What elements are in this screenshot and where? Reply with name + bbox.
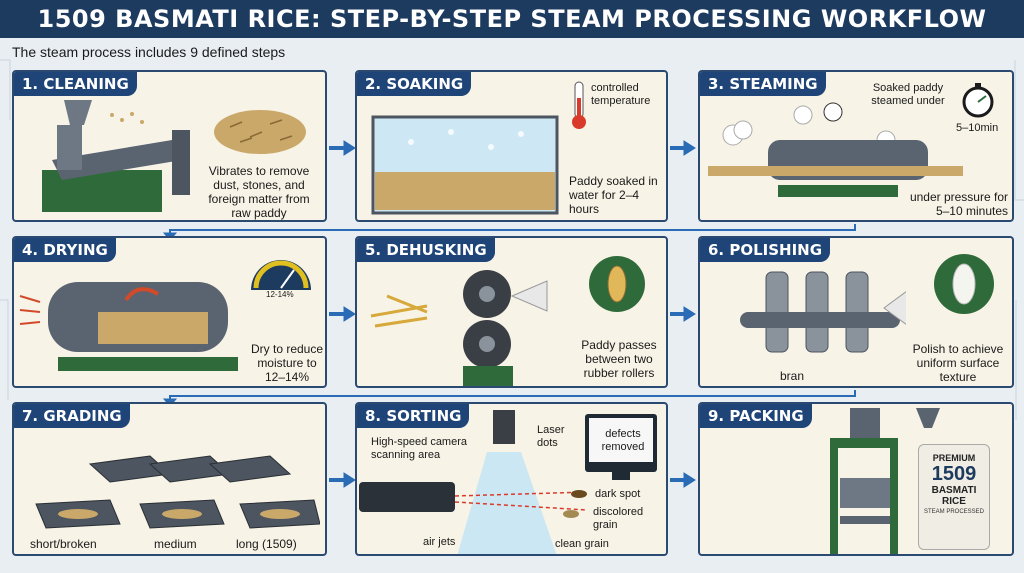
- bag-steam: STEAM PROCESSED: [923, 509, 984, 515]
- grade-label-long: long (1509): [236, 537, 297, 551]
- title-bar: 1509 BASMATI RICE: STEP-BY-STEP STEAM PR…: [0, 0, 1024, 38]
- soaking-tank-icon: [371, 115, 559, 215]
- steam-note: Soaked paddy steamed under: [871, 82, 945, 107]
- arrow-3-4: [169, 224, 856, 236]
- packing-machine-icon: [830, 408, 940, 554]
- page-subtitle: The steam process includes 9 defined ste…: [12, 44, 286, 60]
- step-heading: 7. GRADING: [14, 404, 130, 428]
- arrow-4-5: [329, 306, 356, 322]
- clean-grain-label: clean grain: [555, 538, 609, 550]
- monitor-label: defects removed: [601, 428, 645, 453]
- grading-sieves-icon: [35, 455, 320, 529]
- page-title: 1509 BASMATI RICE: STEP-BY-STEP STEAM PR…: [37, 5, 987, 33]
- step-caption: Paddy passes between two rubber rollers: [581, 338, 657, 380]
- step-heading: 2. SOAKING: [357, 72, 472, 96]
- grade-label-medium: medium: [154, 537, 197, 551]
- temperature-note: controlled temperature: [591, 82, 651, 107]
- grade-label-short: short/broken: [30, 537, 97, 551]
- arrow-5-6: [670, 306, 696, 322]
- step-heading: 9. PACKING: [700, 404, 812, 428]
- step-polishing-panel: 6. POLISHING bran Polish to achieve unif…: [698, 236, 1014, 388]
- gauge-reading: 12-14%: [266, 290, 294, 299]
- moisture-gauge-icon: [251, 260, 311, 290]
- step-soaking-panel: 2. SOAKING controlled temperature Paddy …: [355, 70, 668, 222]
- steam-cylinder-icon: [708, 102, 963, 197]
- rotary-dryer-icon: [19, 282, 238, 371]
- arrow-1-2: [329, 140, 356, 156]
- arrow-2-3: [670, 140, 696, 156]
- dark-spot-label: dark spot: [595, 488, 641, 500]
- step-grading-panel: 7. GRADING short/broken medium long (150…: [12, 402, 327, 556]
- step-sorting-panel: 8. SORTING High-speed camera scanning ar…: [355, 402, 668, 556]
- stopwatch-icon: [962, 83, 994, 118]
- thermometer-icon: [572, 81, 586, 129]
- step-heading: 6. POLISHING: [700, 238, 831, 262]
- optical-sorter-icon: [359, 410, 657, 554]
- polished-grain-closeup-icon: [934, 254, 994, 314]
- rubber-roller-huller-icon: [370, 270, 548, 386]
- bag-variety: 1509: [931, 463, 977, 485]
- laser-label: Laser dots: [537, 424, 565, 449]
- time-label: 5–10min: [956, 122, 999, 134]
- step-drying-panel: 4. DRYING 12-14% Dry to reduce moisture …: [12, 236, 327, 388]
- rice-bag: PREMIUM 1509 BASMATI RICE STEAM PROCESSE…: [918, 444, 990, 550]
- step-dehusking-panel: 5. DEHUSKING Paddy passes between two ru…: [355, 236, 668, 388]
- step-caption: Polish to achieve uniform surface textur…: [912, 342, 1004, 384]
- step-heading: 1. CLEANING: [14, 72, 137, 96]
- discolored-label: discolored grain: [593, 506, 644, 531]
- step-heading: 3. STEAMING: [700, 72, 826, 96]
- step-caption: Paddy soaked in water for 2–4 hours: [569, 174, 658, 216]
- paddy-pile-icon: [214, 110, 306, 154]
- vibrating-cleaner-machine-icon: [42, 100, 190, 212]
- arrow-6-7: [169, 390, 856, 402]
- polishing-rollers-icon: [740, 271, 906, 353]
- camera-label: High-speed camera scanning area: [371, 436, 467, 461]
- step-packing-panel: 9. PACKING PREMIUM 1509 BASMATI RICE STE…: [698, 402, 1014, 556]
- step-heading: 5. DEHUSKING: [357, 238, 495, 262]
- air-jets-label: air jets: [423, 536, 456, 548]
- step-heading: 8. SORTING: [357, 404, 470, 428]
- arrow-7-8: [329, 472, 356, 488]
- step-caption: Dry to reduce moisture to 12–14%: [250, 342, 324, 384]
- bran-label: bran: [780, 369, 805, 383]
- step-heading: 4. DRYING: [14, 238, 116, 262]
- step-caption: under pressure for 5–10 minutes: [909, 190, 1008, 218]
- bag-basmati: BASMATI: [931, 485, 977, 496]
- step-caption: Vibrates to remove dust, stones, and for…: [208, 164, 310, 220]
- bag-rice: RICE: [942, 496, 966, 507]
- bag-premium: PREMIUM: [932, 453, 976, 463]
- arrow-8-9: [670, 472, 696, 488]
- step-cleaning-panel: 1. CLEANING Vibrates to remove dust, sto…: [12, 70, 327, 222]
- step-steaming-panel: 3. STEAMING Soaked paddy steamed under 5…: [698, 70, 1014, 222]
- grain-closeup-icon: [589, 256, 645, 312]
